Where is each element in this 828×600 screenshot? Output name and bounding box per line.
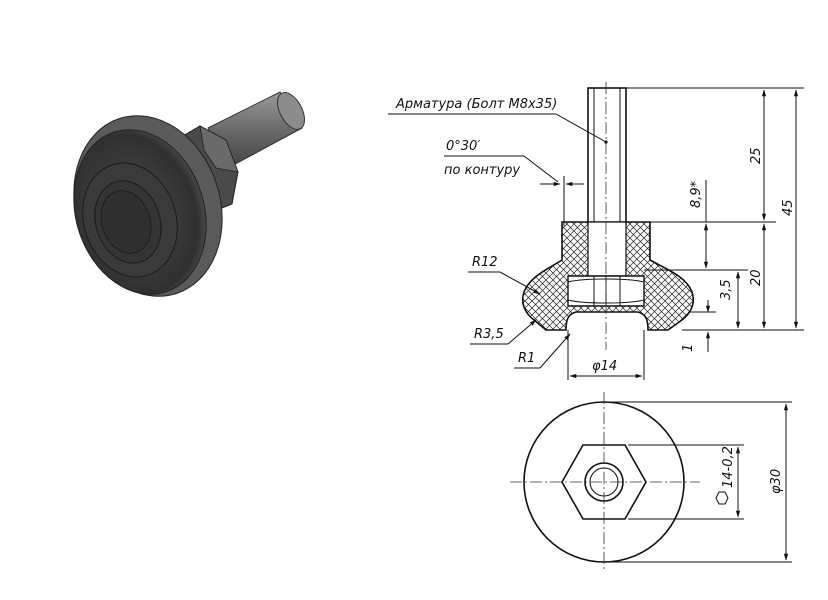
top-view: 14-0,2 φ30 <box>510 392 792 572</box>
rubber-foot <box>73 115 223 297</box>
insert-callout: Арматура (Болт М8х35) <box>395 97 557 112</box>
dim-hex: 14-0,2 <box>721 446 736 488</box>
dim-89: 8,9* <box>689 180 704 208</box>
dim-25: 25 <box>749 147 764 164</box>
front-section-view: Арматура (Болт М8х35) 0°30′ по контуру R… <box>388 82 804 380</box>
dim-45: 45 <box>781 199 796 216</box>
dim-30: φ30 <box>769 469 784 494</box>
isometric-view <box>73 91 306 297</box>
r12-callout: R12 <box>472 255 498 270</box>
dim-20: 20 <box>749 269 764 286</box>
dim-1: 1 <box>681 344 696 352</box>
hex-symbol-icon <box>715 491 729 505</box>
angle-callout: 0°30′ <box>446 139 480 154</box>
r35-callout: R3,5 <box>474 327 504 342</box>
dim-35: 3,5 <box>719 279 734 300</box>
r1-callout: R1 <box>518 351 535 366</box>
angle-note: по контуру <box>444 163 520 178</box>
dim-14: φ14 <box>592 359 617 374</box>
bolt-shaft <box>207 91 306 169</box>
